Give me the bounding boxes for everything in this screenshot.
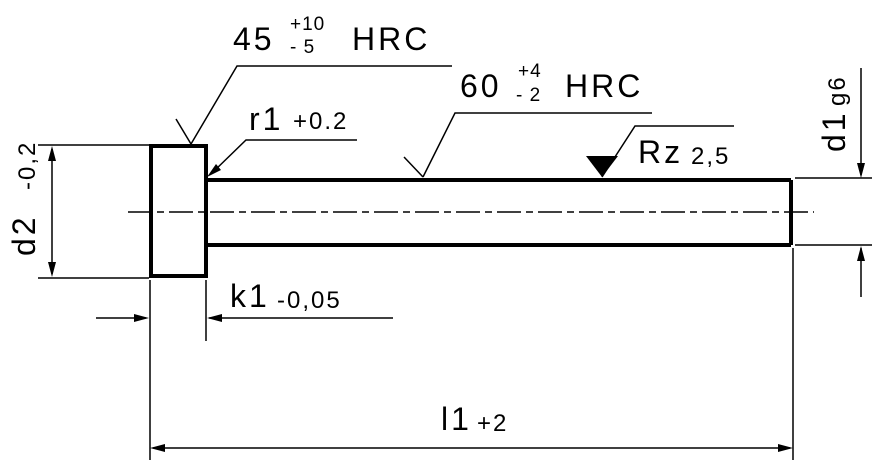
head-hardness-tol-lower: - 5	[290, 37, 315, 58]
shaft-hardness-tol-upper: +4	[518, 61, 542, 82]
l1-label: l1	[441, 401, 472, 437]
k1-tolerance: -0,05	[277, 287, 342, 314]
fillet-radius-label: r1	[249, 101, 283, 137]
head-hardness-arrow-icon	[175, 118, 192, 145]
head-hardness-unit: HRC	[352, 21, 430, 57]
fillet-radius-tolerance: +0.2	[293, 108, 348, 135]
l1-arrow-right-icon	[778, 444, 793, 452]
head-hardness-leader	[190, 65, 452, 145]
d2-arrow-up-icon	[48, 146, 56, 161]
d2-arrow-down-icon	[48, 262, 56, 277]
roughness-triangle-icon	[586, 156, 618, 177]
roughness-label: Rz	[638, 134, 683, 170]
d1-label-group: d1 g6	[816, 75, 852, 152]
l1-tolerance: +2	[477, 410, 508, 437]
shaft-hardness-arrow-icon	[403, 156, 424, 178]
d1-fit-class: g6	[824, 75, 851, 106]
l1-arrow-left-icon	[150, 444, 165, 452]
k1-label: k1	[230, 278, 270, 314]
d1-arrow-down-icon	[857, 163, 865, 178]
k1-arrow-left-icon	[207, 314, 222, 322]
fillet-radius-leader	[211, 139, 357, 174]
head-hardness-tol-upper: +10	[290, 14, 325, 35]
d1-label: d1	[816, 110, 852, 152]
d2-label: d2	[6, 214, 42, 256]
pin-head-outline	[149, 144, 208, 278]
k1-arrow-right-icon	[134, 314, 149, 322]
d2-tolerance: -0,2	[14, 141, 41, 190]
shaft-hardness-leader	[422, 112, 652, 178]
roughness-value: 2,5	[691, 143, 730, 170]
d1-arrow-up-icon	[857, 246, 865, 261]
fillet-radius-arrow-icon	[207, 164, 221, 177]
shaft-hardness-unit: HRC	[565, 68, 643, 104]
shaft-hardness-tol-lower: - 2	[516, 85, 541, 106]
shaft-hardness-value: 60	[460, 68, 502, 104]
head-hardness-value: 45	[233, 21, 275, 57]
d2-label-group: d2 -0,2	[6, 141, 42, 256]
